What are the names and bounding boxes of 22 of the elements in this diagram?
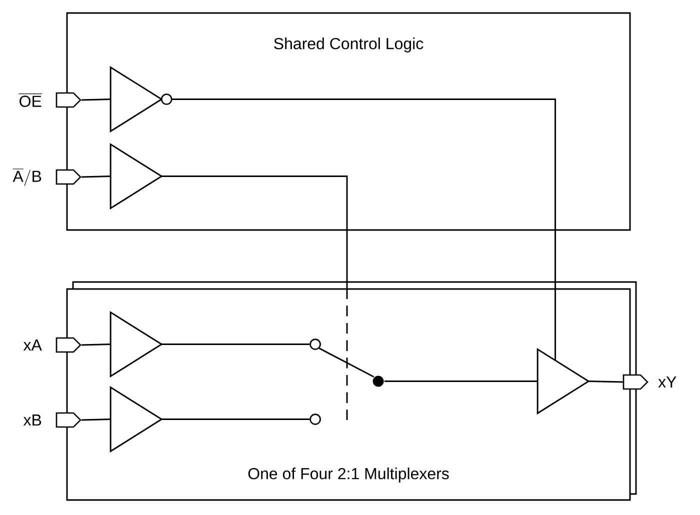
pin-label: $\overline{\mathsf{A}}\mathsf{/B}$: [12, 168, 42, 186]
switch-contact: [310, 414, 321, 425]
wire: [172, 98, 556, 360]
switch-contact: [310, 338, 321, 350]
wire: [81, 98, 111, 101]
pin-label: $\overline{\mathsf{OE}}$: [18, 94, 42, 107]
wire: [162, 344, 310, 346]
wire: [162, 418, 310, 420]
wire: [81, 418, 111, 421]
wire: [384, 380, 538, 382]
wire: [162, 176, 348, 420]
wire: [81, 344, 111, 346]
block-box: One of Four 2:1 Multiplexers: [66, 288, 631, 501]
junction-dot: [372, 376, 384, 387]
pin-label: xY: [658, 376, 676, 388]
pin-label: xA: [23, 340, 42, 350]
pin-label: xB: [23, 414, 42, 426]
output-pin: [622, 374, 648, 390]
wire: [81, 176, 111, 178]
block-box: Shared Control Logic: [66, 12, 631, 231]
wire: [588, 380, 623, 383]
wire: [318, 348, 374, 378]
